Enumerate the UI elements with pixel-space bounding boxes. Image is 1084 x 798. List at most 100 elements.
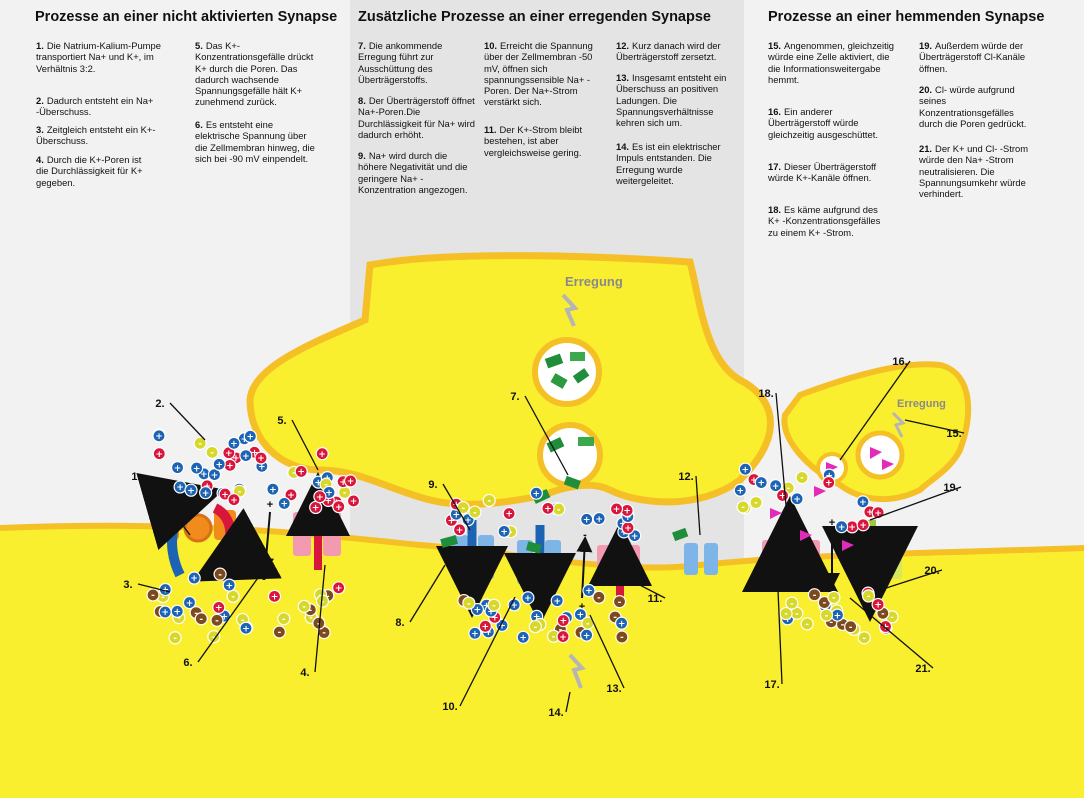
svg-text:+: + <box>251 449 259 459</box>
lightning-icon <box>568 653 586 689</box>
chloride-ion: - <box>205 445 219 459</box>
callout-line <box>589 614 625 689</box>
svg-text:+: + <box>524 594 532 604</box>
sodium-ion: + <box>580 628 594 642</box>
plus-sign: + <box>579 601 585 613</box>
callout-number: 2. <box>155 398 164 410</box>
callout-line <box>524 395 569 476</box>
svg-text:-: - <box>800 474 804 484</box>
callout-number: 14. <box>548 707 563 719</box>
step-15: 15.Angenommen, gleichzeitig würde eine Z… <box>768 40 895 85</box>
svg-text:+: + <box>519 634 527 644</box>
vesicle <box>532 337 602 407</box>
callout-line <box>777 589 783 685</box>
svg-text:+: + <box>155 432 163 442</box>
callout-line <box>409 564 446 623</box>
svg-text:+: + <box>230 440 238 450</box>
svg-text:-: - <box>862 634 866 644</box>
svg-text:+: + <box>325 489 333 499</box>
svg-text:+: + <box>215 604 223 614</box>
anion: - <box>807 588 822 602</box>
svg-text:-: - <box>308 606 312 616</box>
svg-text:+: + <box>779 492 787 502</box>
potassium-ion: + <box>343 474 358 488</box>
svg-text:+: + <box>318 450 326 460</box>
svg-text:+: + <box>737 486 745 496</box>
svg-text:+: + <box>174 464 182 474</box>
svg-text:-: - <box>790 599 794 609</box>
chloride-ion: - <box>819 608 834 622</box>
svg-text:+: + <box>241 435 249 445</box>
sodium-ion: + <box>266 482 280 496</box>
callout-number: 3. <box>123 579 132 591</box>
potassium-ion: + <box>621 521 635 535</box>
callout-number: 13. <box>606 683 621 695</box>
anion: - <box>146 588 160 602</box>
chloride-ion: - <box>861 589 876 603</box>
step-1: 1.Die Natrium-Kalium-Pumpe transportiert… <box>36 40 161 74</box>
chloride-ion: - <box>482 493 496 508</box>
sodium-ion: + <box>521 591 535 605</box>
svg-text:+: + <box>834 611 842 621</box>
k-channel-excitatory <box>588 522 652 598</box>
lightning-icon <box>891 411 906 438</box>
svg-text:+: + <box>859 521 867 531</box>
svg-text:-: - <box>322 629 326 639</box>
potassium-ion: + <box>556 613 570 628</box>
svg-text:+: + <box>624 513 632 523</box>
step-2: 2.Dadurch entsteht ein Na+ -Überschuss. <box>36 95 154 118</box>
anion: - <box>210 613 224 627</box>
potassium-ion: + <box>541 501 555 515</box>
sodium-ion: + <box>227 436 241 450</box>
chloride-ion: - <box>779 606 793 621</box>
svg-text:+: + <box>533 613 541 623</box>
svg-text:-: - <box>238 487 242 497</box>
svg-text:+: + <box>280 500 288 510</box>
chloride-ion: - <box>857 631 871 645</box>
svg-text:+: + <box>505 510 513 520</box>
svg-text:+: + <box>453 510 461 520</box>
svg-text:+: + <box>471 629 479 639</box>
svg-text:+: + <box>226 462 234 472</box>
svg-text:+: + <box>215 460 223 470</box>
callout-number: 5. <box>277 415 286 427</box>
svg-text:+: + <box>221 490 229 500</box>
chloride-ion: - <box>297 599 311 614</box>
callout-number: 19. <box>943 482 958 494</box>
svg-text:-: - <box>813 591 817 601</box>
svg-text:-: - <box>786 484 790 494</box>
svg-text:+: + <box>335 584 343 594</box>
step-5: 5.Das K+-Konzentrationsgefälle drückt K+… <box>195 40 314 108</box>
svg-text:+: + <box>312 504 320 514</box>
anion: - <box>213 567 227 581</box>
svg-text:+: + <box>848 523 856 533</box>
lightning-icon <box>561 293 579 327</box>
svg-text:-: - <box>278 628 282 638</box>
sodium-ion: + <box>790 492 804 506</box>
chloride-ion: - <box>581 616 595 630</box>
svg-text:-: - <box>597 593 601 603</box>
svg-text:+: + <box>350 497 358 507</box>
anion: - <box>612 595 627 609</box>
k-channel <box>286 472 350 570</box>
callout-number: 6. <box>183 657 192 669</box>
svg-text:-: - <box>461 504 465 514</box>
sodium-ion: + <box>277 496 291 511</box>
svg-text:+: + <box>335 503 343 513</box>
svg-text:-: - <box>198 440 202 450</box>
svg-text:+: + <box>784 615 792 625</box>
svg-text:-: - <box>784 610 788 620</box>
callout-number: 12. <box>678 471 693 483</box>
svg-text:+: + <box>500 528 508 538</box>
svg-text:+: + <box>190 574 198 584</box>
step-17: 17.Dieser Überträgerstoff würde K+-Kanäl… <box>768 161 877 184</box>
callout-number: 7. <box>510 391 519 403</box>
callout-line <box>291 419 319 471</box>
chloride-ion: - <box>468 505 482 519</box>
callout-number: 21. <box>915 663 930 675</box>
na-channel-closed <box>672 527 718 575</box>
sodium-ion: + <box>733 483 747 497</box>
callout-line <box>442 483 471 531</box>
callout-line <box>695 475 701 536</box>
